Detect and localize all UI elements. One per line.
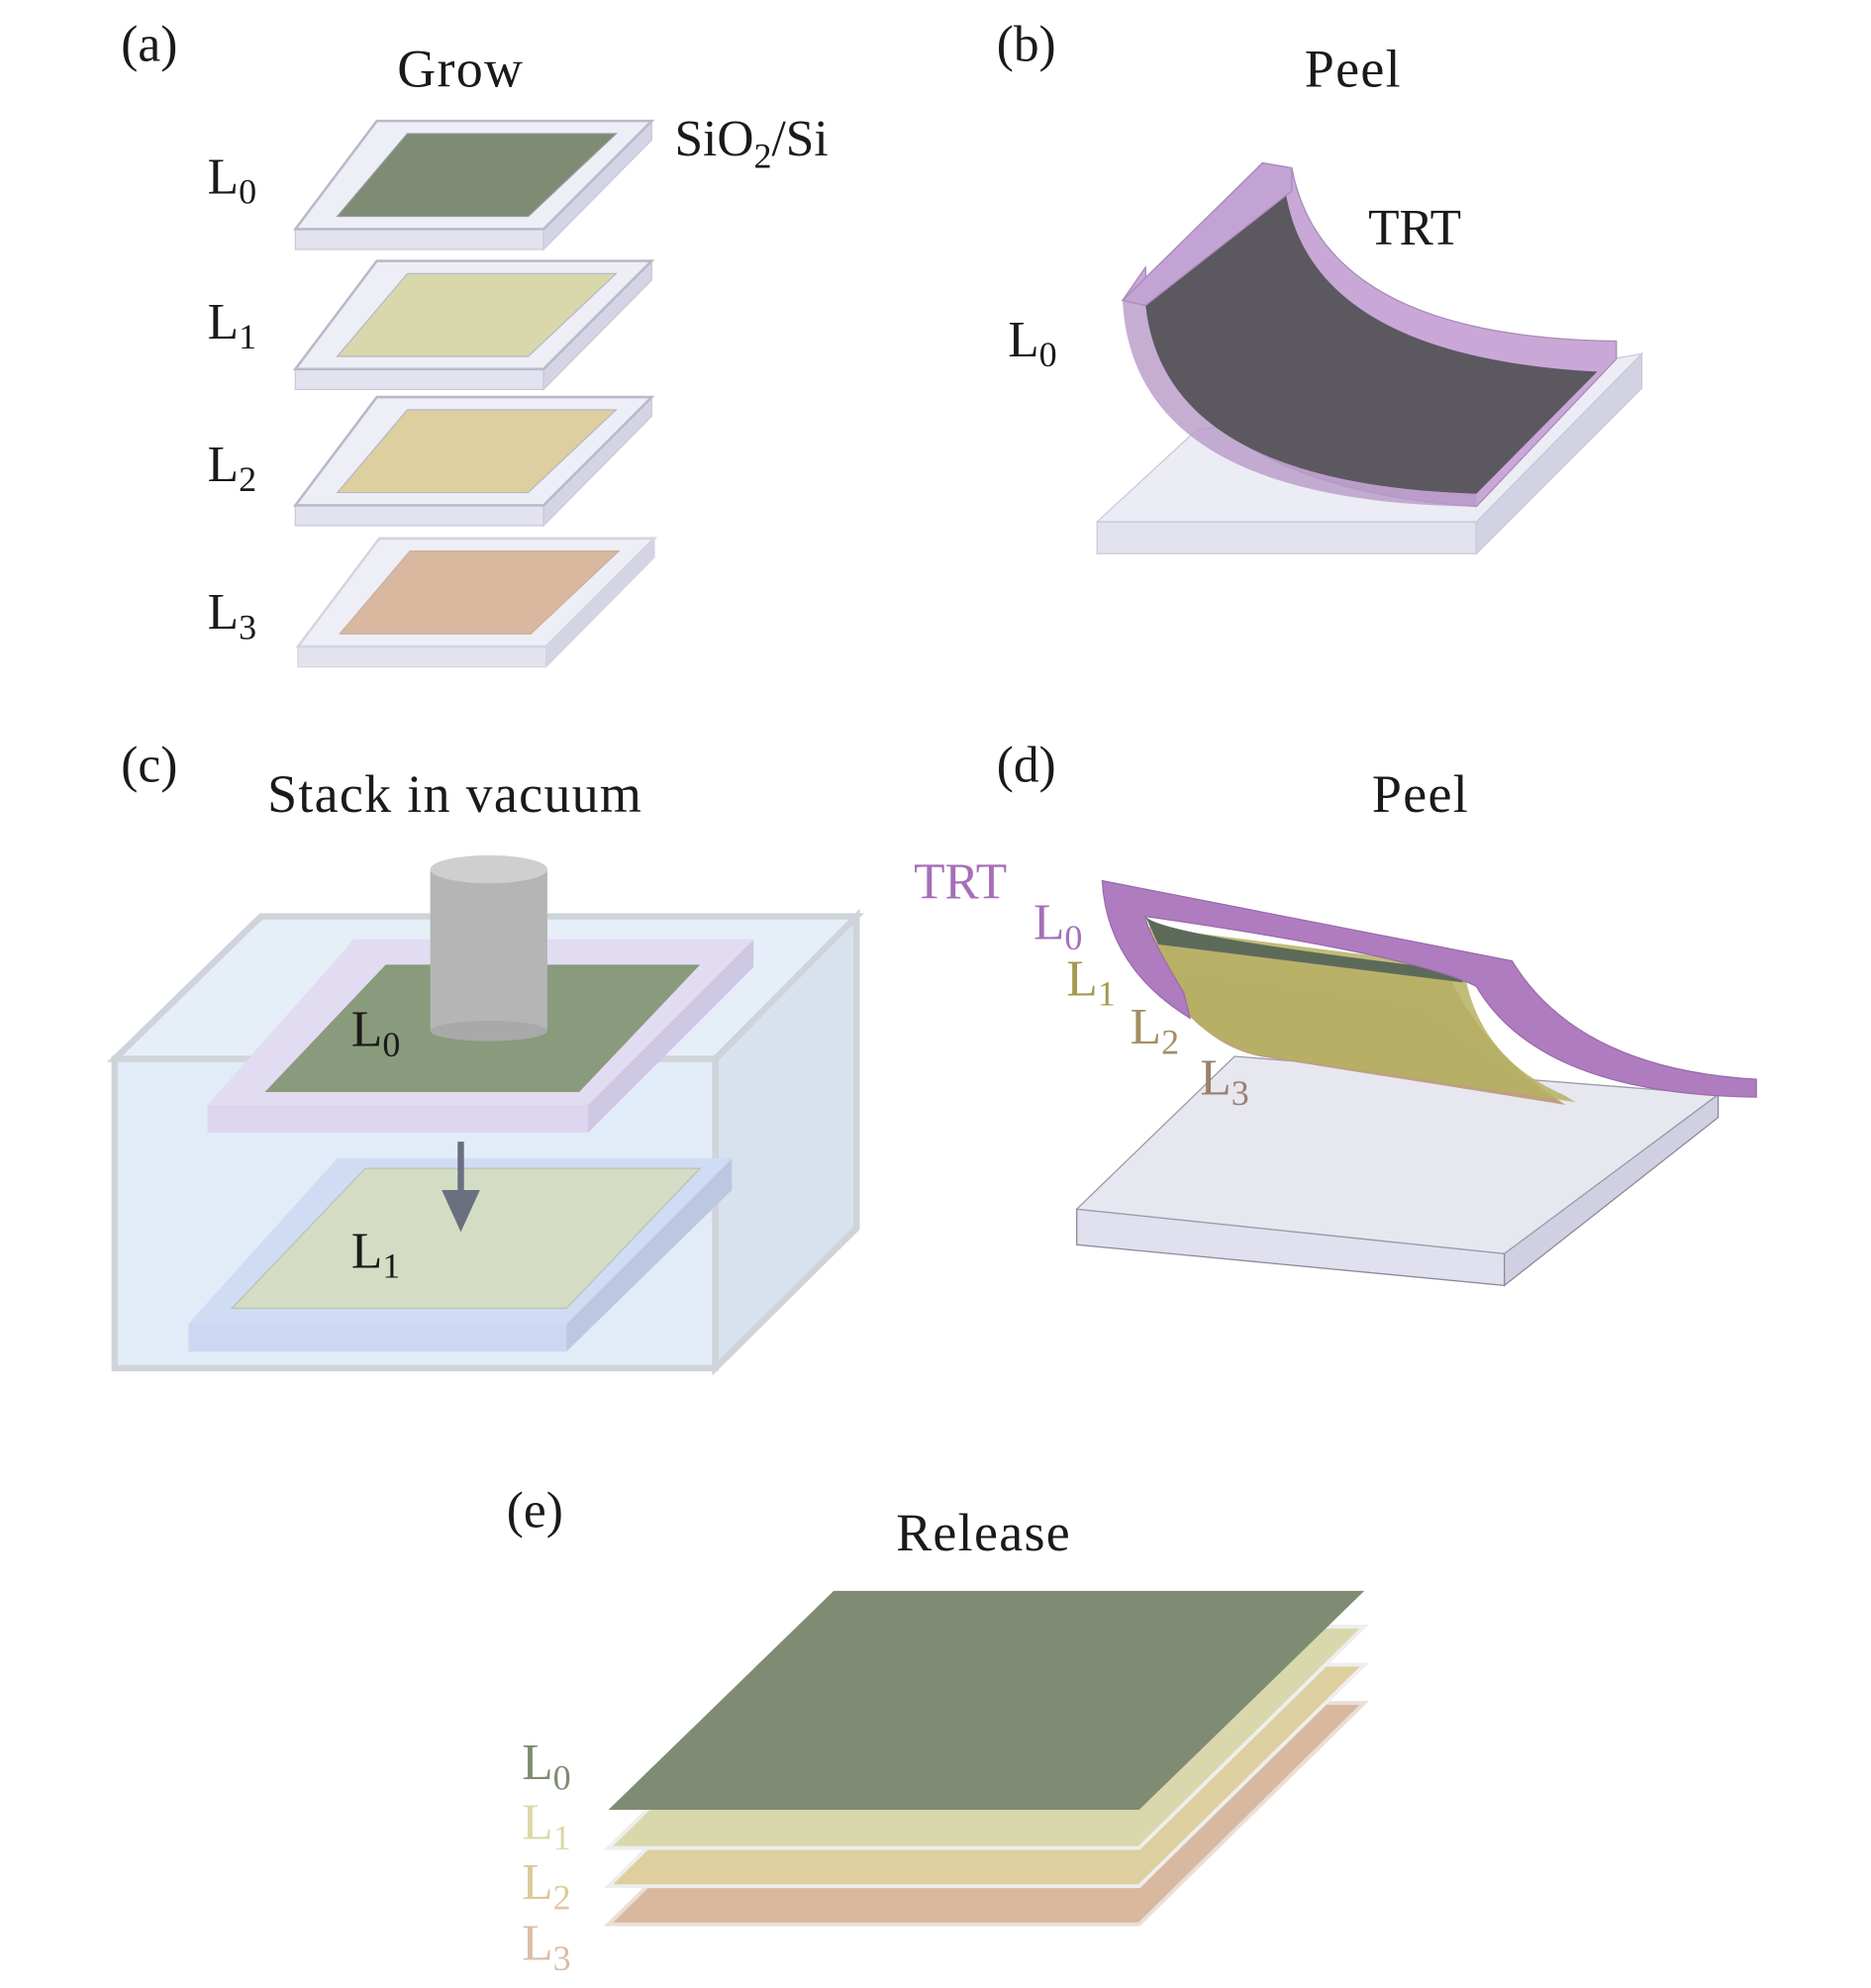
- layer-label-L0: L0: [1034, 895, 1082, 957]
- panel-a-title: Grow: [397, 39, 524, 98]
- layer-label-L1: L1: [1066, 950, 1115, 1013]
- panel-e-tag: (e): [507, 1483, 563, 1540]
- panel-e: (e) Release L0 L1 L2 L3: [507, 1483, 1369, 1978]
- layer-label-L0: L0: [208, 149, 256, 211]
- layer-label-L0: L0: [522, 1735, 570, 1797]
- panel-a: (a) Grow SiO2/Si L0 L1 L2: [121, 17, 829, 669]
- panel-e-title: Release: [896, 1503, 1071, 1562]
- layer-label-L0: L0: [1008, 312, 1056, 374]
- bottom-wafer-L1: [188, 1157, 733, 1352]
- sheet-L0: [608, 1590, 1365, 1811]
- layer-label-L3: L3: [522, 1916, 570, 1978]
- trt-label: TRT: [1368, 200, 1461, 256]
- panel-b-title: Peel: [1305, 39, 1402, 98]
- layer-label-L1: L1: [351, 1223, 400, 1285]
- trt-label: TRT: [914, 854, 1007, 911]
- panel-d: (d) Peel TRT L0 L1 L2 L3: [914, 737, 1757, 1287]
- panel-d-title: Peel: [1372, 764, 1469, 824]
- wafer-L3: [295, 537, 658, 669]
- panel-c: (c) Stack in vacuum L0 L1: [106, 737, 865, 1376]
- substrate: [1075, 1055, 1721, 1287]
- panel-b: (b) Peel TRT L0: [997, 17, 1644, 555]
- layer-label-L2: L2: [522, 1854, 570, 1917]
- panel-b-tag: (b): [997, 17, 1056, 73]
- down-arrow-icon: [442, 1142, 480, 1233]
- substrate-label: SiO2/Si: [674, 111, 828, 176]
- layer-label-L1: L1: [208, 294, 256, 356]
- wafer-L0: [292, 119, 655, 251]
- layer-label-L3: L3: [1200, 1050, 1248, 1113]
- panel-d-tag: (d): [997, 737, 1056, 793]
- layer-label-L2: L2: [1131, 999, 1179, 1061]
- panel-c-title: Stack in vacuum: [267, 764, 642, 824]
- peeled-tape-with-L0: [1121, 161, 1618, 508]
- panel-c-tag: (c): [121, 737, 177, 793]
- layer-label-L0: L0: [351, 1002, 400, 1064]
- wafer-L1: [292, 258, 655, 391]
- layer-label-L2: L2: [208, 437, 256, 499]
- press-cylinder: [430, 854, 547, 1042]
- peeled-stack: [1101, 879, 1757, 1105]
- layer-label-L3: L3: [208, 584, 256, 646]
- wafer-L2: [292, 395, 655, 528]
- layer-label-L1: L1: [522, 1795, 570, 1857]
- panel-a-tag: (a): [121, 17, 177, 73]
